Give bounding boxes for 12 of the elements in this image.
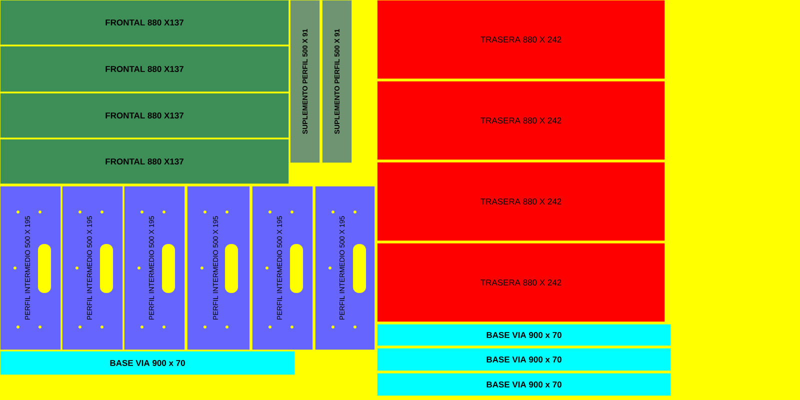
- front-panel: FRONTAL 880 X137: [0, 0, 290, 46]
- rear-panel: TRASERA 880 X 242: [376, 242, 666, 322]
- base-strip: BASE VIA 900 x 70: [376, 348, 672, 372]
- rear-panel: TRASERA 880 X 242: [376, 162, 666, 242]
- base-strip: BASE VIA 900 x 70: [0, 350, 296, 376]
- front-panel: FRONTAL 880 X137: [0, 138, 290, 184]
- front-panel: FRONTAL 880 X137: [0, 46, 290, 92]
- base-strip: BASE VIA 900 x 70: [376, 324, 672, 346]
- rear-panel: TRASERA 880 X 242: [376, 80, 666, 160]
- rear-panel: TRASERA 880 X 242: [376, 0, 666, 80]
- front-panel: FRONTAL 880 X137: [0, 92, 290, 138]
- base-strip: BASE VIA 900 x 70: [376, 372, 672, 396]
